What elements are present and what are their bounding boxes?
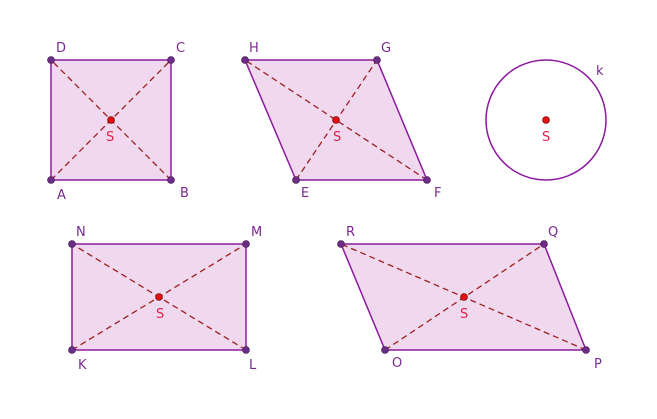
rhombus-vertex-e [292, 176, 300, 184]
parallelogram-group: O P Q R S [337, 225, 602, 372]
parallelogram-label-o: O [392, 356, 402, 371]
rhombus-diagonal-fh [244, 59, 428, 181]
rectangle-group: K L M N S [68, 225, 262, 373]
square-label-center: S [106, 130, 114, 145]
rectangle-vertex-n [68, 240, 76, 248]
square-label-b: B [180, 186, 189, 201]
parallelogram-label-r: R [346, 225, 355, 240]
square-vertex-b [167, 176, 175, 184]
square-group: A B C D S [47, 41, 189, 203]
rhombus-vertex-f [423, 176, 431, 184]
parallelogram-center [460, 293, 468, 301]
rectangle-vertex-k [68, 346, 76, 354]
parallelogram-vertex-o [381, 346, 389, 354]
parallelogram-vertex-q [540, 240, 548, 248]
rhombus-label-e: E [301, 186, 309, 201]
square-label-a: A [57, 188, 66, 203]
rhombus-label-g: G [381, 41, 391, 56]
square-label-c: C [176, 41, 185, 56]
square-vertex-d [47, 56, 55, 64]
circle-center [542, 116, 550, 124]
rhombus-label-h: H [249, 41, 259, 56]
rectangle-vertex-l [242, 346, 250, 354]
rhombus-group: E F G H S [241, 41, 441, 201]
rectangle-label-k: K [78, 358, 87, 373]
parallelogram-label-p: P [594, 357, 602, 372]
circle-k [485, 59, 607, 181]
rhombus-label-center: S [333, 130, 341, 145]
circle-group: k S [485, 59, 607, 181]
parallelogram-vertex-p [582, 346, 590, 354]
square-vertex-c [167, 56, 175, 64]
rectangle-center [155, 293, 163, 301]
circle-label-k: k [596, 64, 604, 79]
rhombus-center [332, 116, 340, 124]
rectangle-label-m: M [251, 225, 262, 240]
square-vertex-a [47, 176, 55, 184]
square-label-d: D [56, 41, 66, 56]
rectangle-label-l: L [249, 358, 257, 373]
rhombus-vertex-g [373, 56, 381, 64]
rhombus-vertex-h [241, 56, 249, 64]
rectangle-label-n: N [76, 225, 86, 240]
square-center [107, 116, 115, 124]
circle-label-center: S [542, 130, 550, 145]
parallelogram-vertex-r [337, 240, 345, 248]
rhombus-label-f: F [434, 186, 441, 201]
rectangle-label-center: S [156, 307, 164, 322]
parallelogram-label-center: S [460, 307, 468, 322]
rectangle-vertex-m [242, 240, 250, 248]
parallelogram-label-q: Q [548, 225, 558, 240]
